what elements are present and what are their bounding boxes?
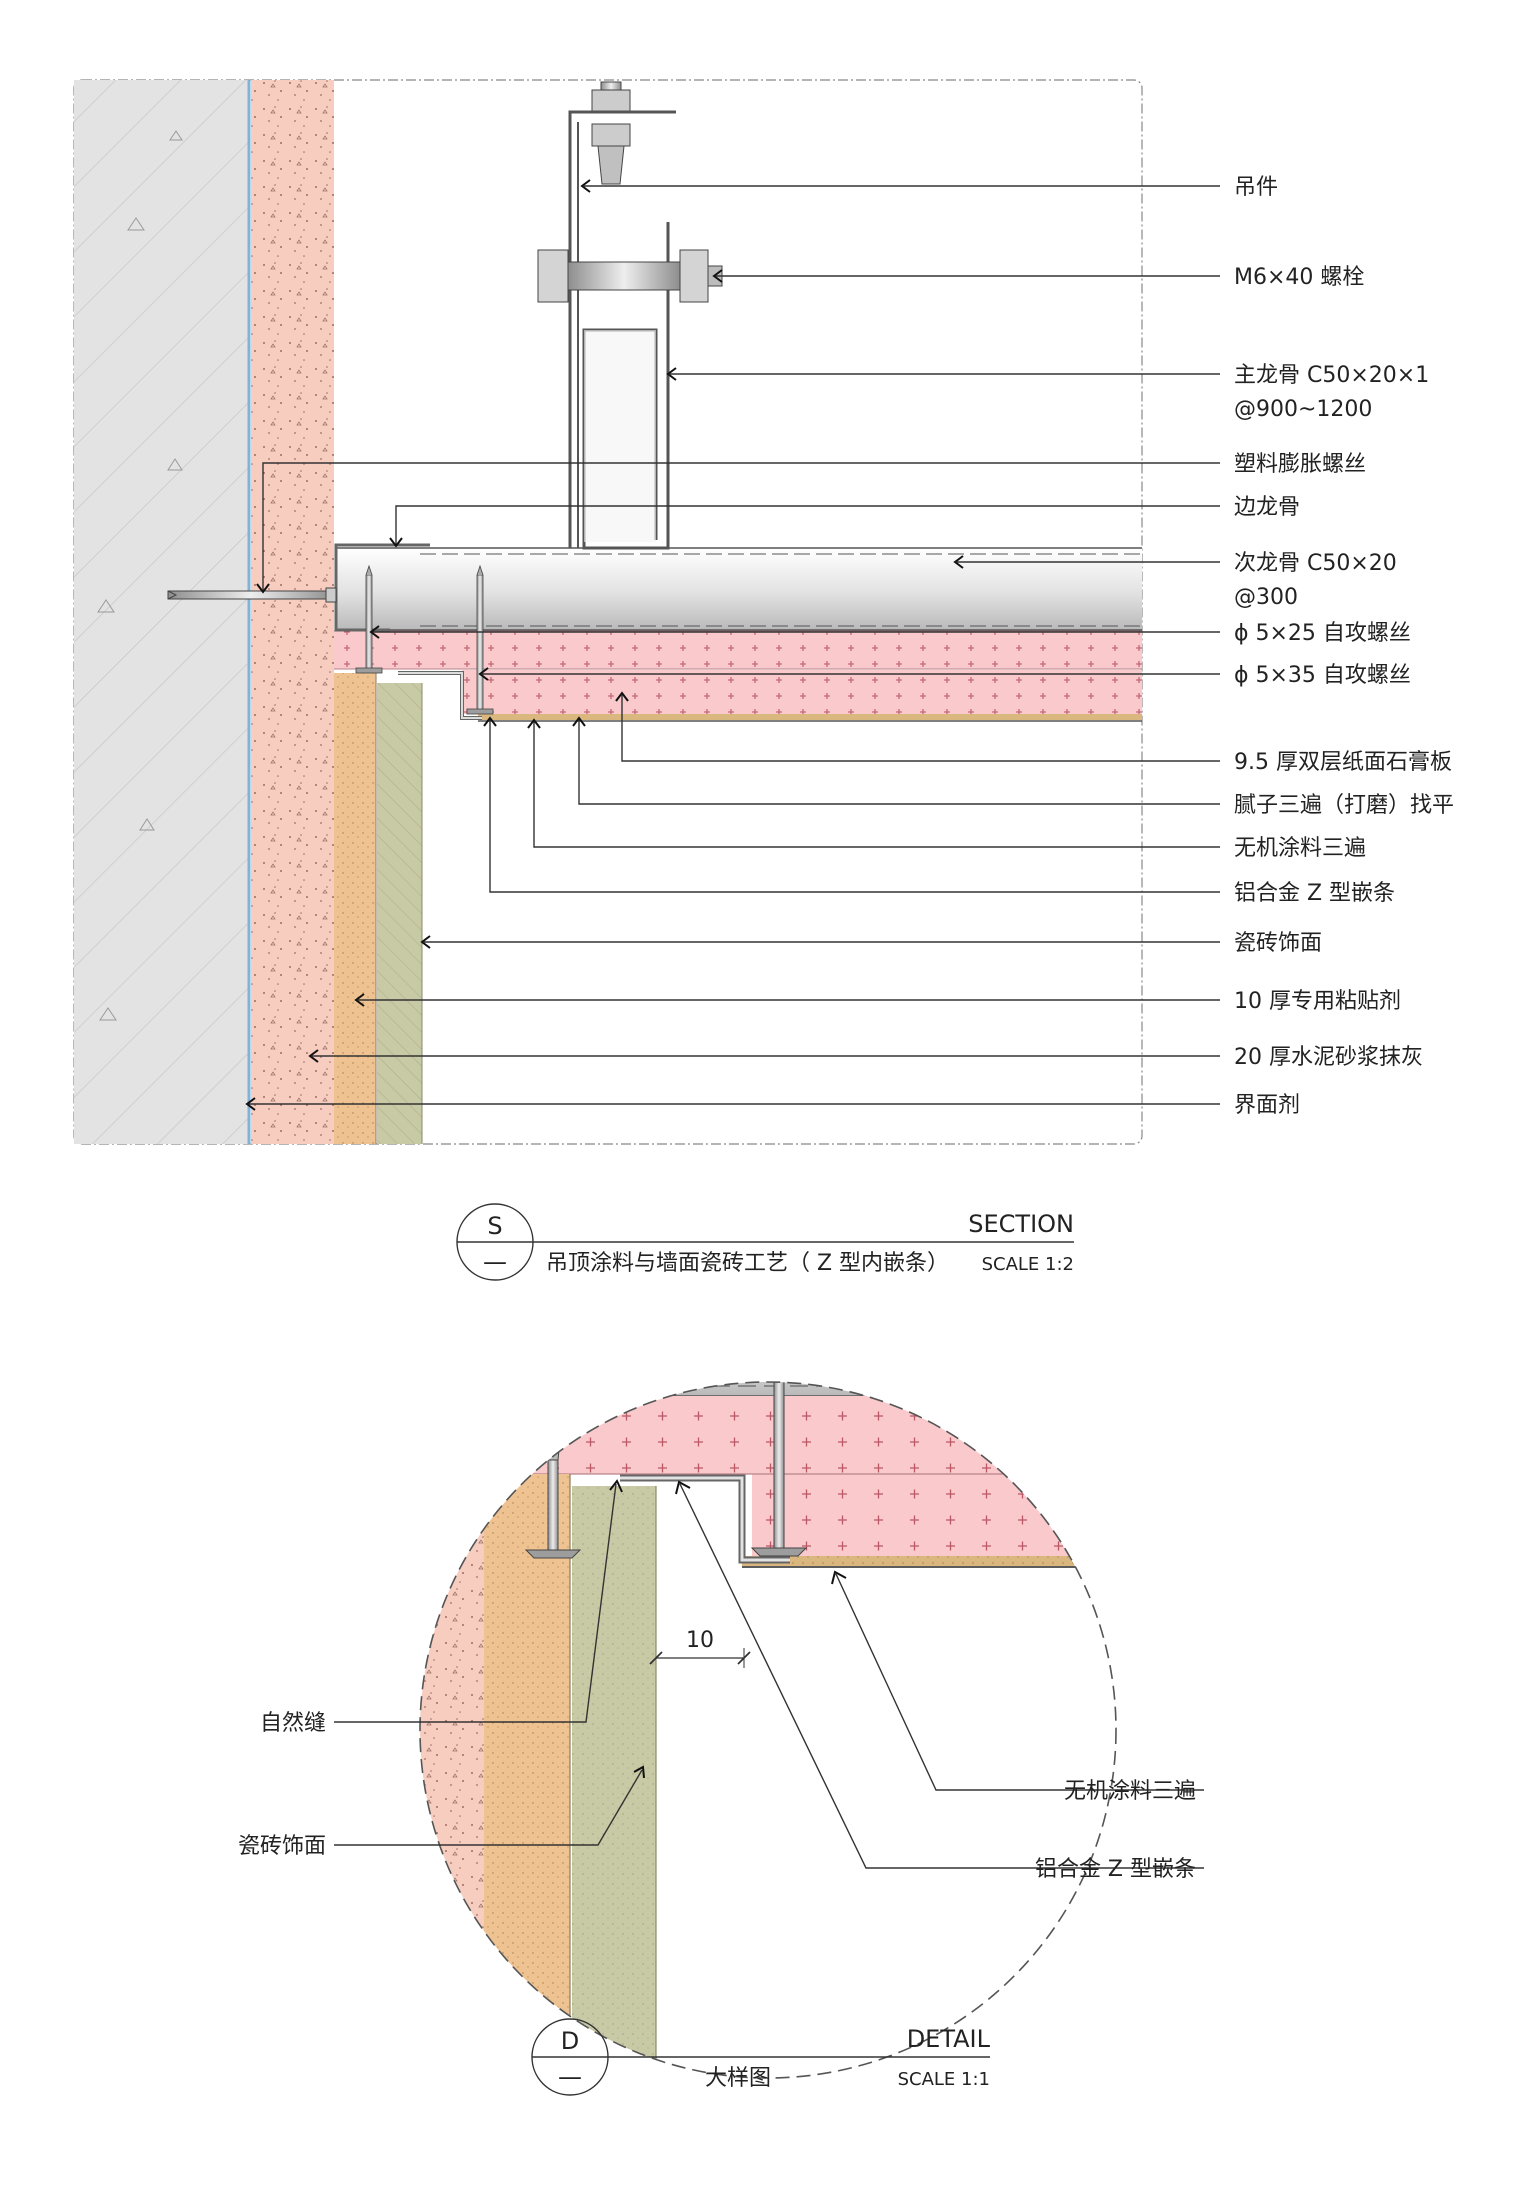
dimension-label: 10 <box>686 1628 714 1653</box>
label-expansion-screw: 塑料膨胀螺丝 <box>1234 452 1366 477</box>
label-z-strip: 铝合金 Z 型嵌条 <box>1234 881 1395 906</box>
label-mortar: 20 厚水泥砂浆抹灰 <box>1234 1045 1423 1070</box>
detail-leader-lines <box>334 1483 1204 1869</box>
detail-symbol-letter: D <box>561 2027 579 2055</box>
label-tile: 瓷砖饰面 <box>1234 931 1322 956</box>
label-secondary-keel: 次龙骨 C50×20 <box>1234 551 1397 576</box>
section-symbol-sheet: — <box>483 1248 507 1276</box>
label-screw-25: ϕ 5×25 自攻螺丝 <box>1234 621 1411 646</box>
label-secondary-keel-spacing: @300 <box>1234 585 1298 610</box>
section-arrowheads <box>245 179 964 1111</box>
section-symbol-letter: S <box>487 1212 502 1240</box>
detail-circle <box>419 1381 1117 2079</box>
label-natural-joint: 自然缝 <box>260 1711 326 1736</box>
detail-title-block: D — DETAIL 大样图 SCALE 1:1 <box>531 2018 991 2096</box>
label-gypsum-board: 9.5 厚双层纸面石膏板 <box>1234 750 1452 775</box>
detail-drawing: 10 自然缝 瓷砖饰面 无机涂料三遍 铝合金 Z 型嵌条 <box>238 1381 1204 2079</box>
detail-arrowheads <box>609 1479 847 1779</box>
label-adhesive: 10 厚专用粘贴剂 <box>1234 989 1401 1014</box>
self-tapping-screw-35 <box>466 564 494 715</box>
label-putty: 腻子三遍（打磨）找平 <box>1234 793 1454 818</box>
section-title: 吊顶涂料与墙面瓷砖工艺（ Z 型内嵌条） <box>546 1251 949 1276</box>
section-title-block: S — SECTION 吊顶涂料与墙面瓷砖工艺（ Z 型内嵌条） SCALE 1… <box>456 1203 1074 1281</box>
putty-layer <box>478 714 1142 720</box>
section-type-label: SECTION <box>968 1210 1074 1238</box>
section-leader-lines <box>249 185 1220 1105</box>
label-detail-coating: 无机涂料三遍 <box>1064 1779 1196 1804</box>
detail-type-label: DETAIL <box>907 2025 991 2053</box>
label-interface: 界面剂 <box>1234 1093 1300 1118</box>
self-tapping-screw-25 <box>355 564 383 674</box>
label-main-keel-spacing: @900~1200 <box>1234 397 1372 422</box>
label-detail-tile: 瓷砖饰面 <box>238 1834 326 1859</box>
section-labels: 吊件 M6×40 螺栓 主龙骨 C50×20×1 @900~1200 塑料膨胀螺… <box>1234 175 1454 1118</box>
label-detail-z-strip: 铝合金 Z 型嵌条 <box>1035 1857 1196 1882</box>
label-edge-keel: 边龙骨 <box>1234 495 1300 520</box>
section-scale: SCALE 1:2 <box>982 1254 1074 1275</box>
secondary-keel <box>336 548 1142 630</box>
expansion-screw-icon <box>167 587 337 603</box>
detail-title: 大样图 <box>705 2066 771 2091</box>
detail-symbol-sheet: — <box>558 2063 582 2091</box>
label-main-keel: 主龙骨 C50×20×1 <box>1234 363 1429 388</box>
detail-scale: SCALE 1:1 <box>898 2069 990 2090</box>
detail-labels: 自然缝 瓷砖饰面 无机涂料三遍 铝合金 Z 型嵌条 <box>238 1711 1196 1882</box>
label-screw-35: ϕ 5×35 自攻螺丝 <box>1234 663 1411 688</box>
section-drawing <box>73 79 1143 1145</box>
label-hanger: 吊件 <box>1234 175 1278 200</box>
label-bolt: M6×40 螺栓 <box>1234 265 1364 290</box>
dimension-10: 10 <box>649 1628 751 1668</box>
label-coating: 无机涂料三遍 <box>1234 836 1366 861</box>
